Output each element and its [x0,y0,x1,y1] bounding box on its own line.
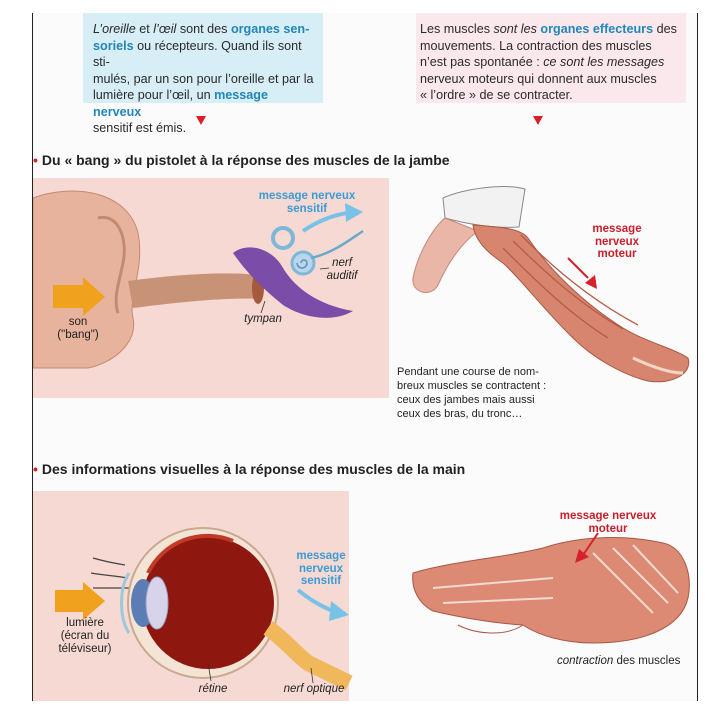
caption-l1: Pendant une course de nom- [397,366,539,378]
label-tympan: tympan [238,313,288,326]
lumiere-l3: téléviseur) [58,643,111,655]
label-msg-moteur-hand: message nerveux moteur [553,510,663,535]
msg-moteur-hand-l2: moteur [589,523,628,535]
lumiere-l1: lumière [66,617,104,629]
caption-l4: ceux des bras, du tronc… [397,408,522,420]
contraction-rest: des muscles [613,655,680,667]
lens-shape [146,577,168,629]
nerf-l2: auditif [327,270,358,282]
cochlea-shape [292,252,314,274]
label-msg-sensitif-ear: message nerveux sensitif [257,190,357,215]
nerf-l1: nerf [332,257,352,269]
msg-moteur-hand-l1: message nerveux [560,510,657,522]
page-frame: L’oreille et l’œil sont des organes sen-… [32,13,698,701]
label-lumiere: lumière (écran du téléviseur) [53,617,117,656]
msg-sensitif-eye-l3: sensitif [301,575,341,587]
red-arrow-icon [568,258,588,278]
label-msg-sensitif-eye: message nerveux sensitif [291,550,351,588]
running-caption: Pendant une course de nom- breux muscles… [397,365,577,421]
msg-moteur-l3: moteur [598,248,637,260]
running-leg-shape [473,225,689,382]
label-nerf-auditif: nerf auditif [325,257,359,283]
section-title-vision: •Des informations visuelles à la réponse… [33,461,465,477]
hand-shape [413,538,690,643]
son-l1: son [69,316,88,328]
label-contraction-muscles: contraction des muscles [557,655,697,668]
eye-panel-edge [349,491,389,701]
caption-l2: breux muscles se contractent : [397,380,546,392]
label-retine: rétine [193,683,233,696]
label-son-bang: son ("bang") [53,316,103,342]
illustrations [33,13,697,701]
thumb-shape [458,625,523,633]
label-nerf-optique: nerf optique [269,683,359,696]
back-leg-shape [413,218,478,292]
msg-moteur-l1: message [592,223,641,235]
son-l2: ("bang") [57,329,98,341]
lumiere-l2: (écran du [61,630,110,642]
msg-sensitif-eye-l2: nerveux [299,563,343,575]
msg-sensitif-l1: message nerveux [259,190,356,202]
shorts-shape [443,187,525,228]
section2-title-text: Des informations visuelles à la réponse … [42,461,465,477]
bullet-icon: • [33,461,38,477]
msg-sensitif-l2: sensitif [287,203,327,215]
label-msg-moteur-leg: message nerveux moteur [585,223,649,261]
caption-l3: ceux des jambes mais aussi [397,394,535,406]
contraction-word: contraction [557,655,613,667]
msg-moteur-l2: nerveux [595,236,639,248]
msg-sensitif-eye-l1: message [296,550,345,562]
